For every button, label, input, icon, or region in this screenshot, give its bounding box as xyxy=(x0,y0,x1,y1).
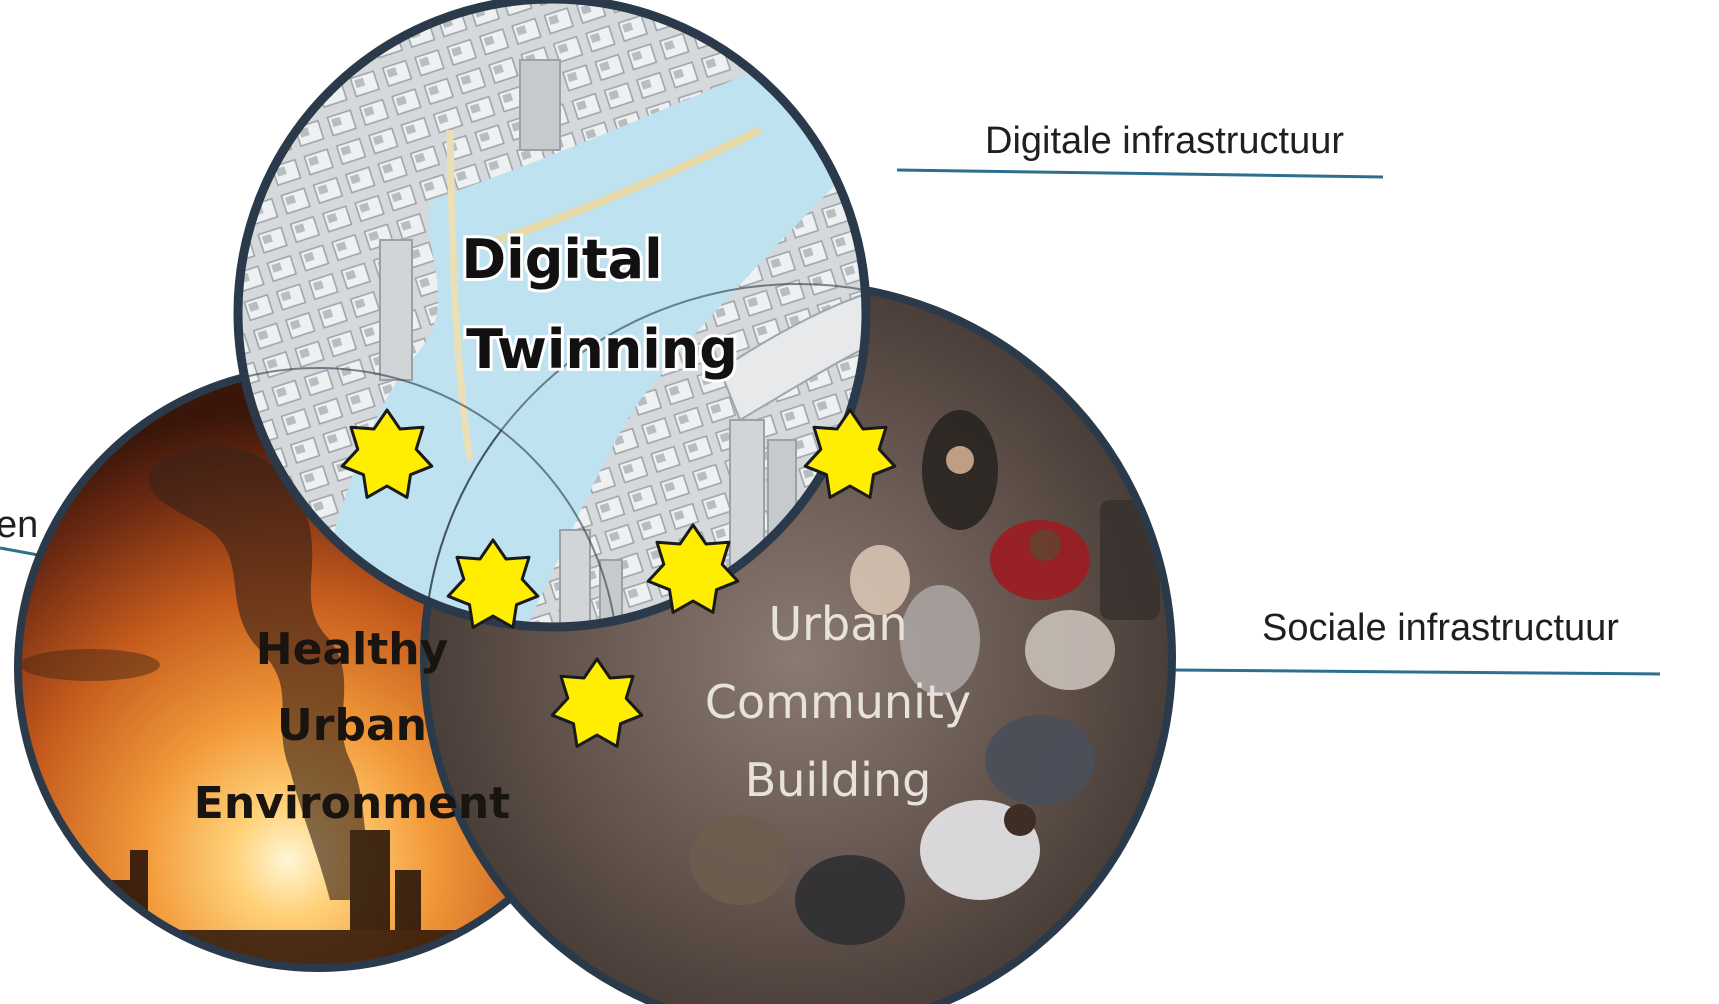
star-icon xyxy=(550,657,644,748)
healthy-urban-environment-line1: Healthy xyxy=(256,624,448,675)
star-icon xyxy=(446,538,540,629)
urban-community-building-line1: Urban xyxy=(768,597,907,651)
digital-twinning-title: Digital Twinning xyxy=(458,225,741,384)
urban-community-building-title: Urban Community Building xyxy=(705,597,971,807)
digital-twinning-line1: Digital xyxy=(461,228,662,291)
overlap-stars xyxy=(340,408,897,748)
overlap-arc-community-health xyxy=(423,368,618,968)
healthy-urban-environment-line2: Urban xyxy=(277,700,427,751)
digital-twinning-line2: Twinning xyxy=(466,318,738,381)
healthy-urban-environment-line3: Environment xyxy=(194,778,510,829)
social-infrastructure-label: Sociale infrastructuur xyxy=(1262,607,1619,649)
star-icon xyxy=(803,408,897,499)
urban-community-building-line3: Building xyxy=(745,753,932,807)
star-icon xyxy=(646,523,740,614)
urban-community-building-line2: Community xyxy=(705,675,971,729)
digital-leader-line xyxy=(896,168,1384,179)
overlap-arc-health xyxy=(238,367,619,627)
healthy-urban-environment-title: Healthy Urban Environment xyxy=(194,624,510,829)
environment-callout-label: en xyxy=(0,504,38,546)
overlap-arc-community xyxy=(423,283,866,627)
digital-infrastructure-label: Digitale infrastructuur xyxy=(985,120,1344,162)
social-leader-line xyxy=(1172,668,1661,676)
star-icon xyxy=(340,408,434,499)
